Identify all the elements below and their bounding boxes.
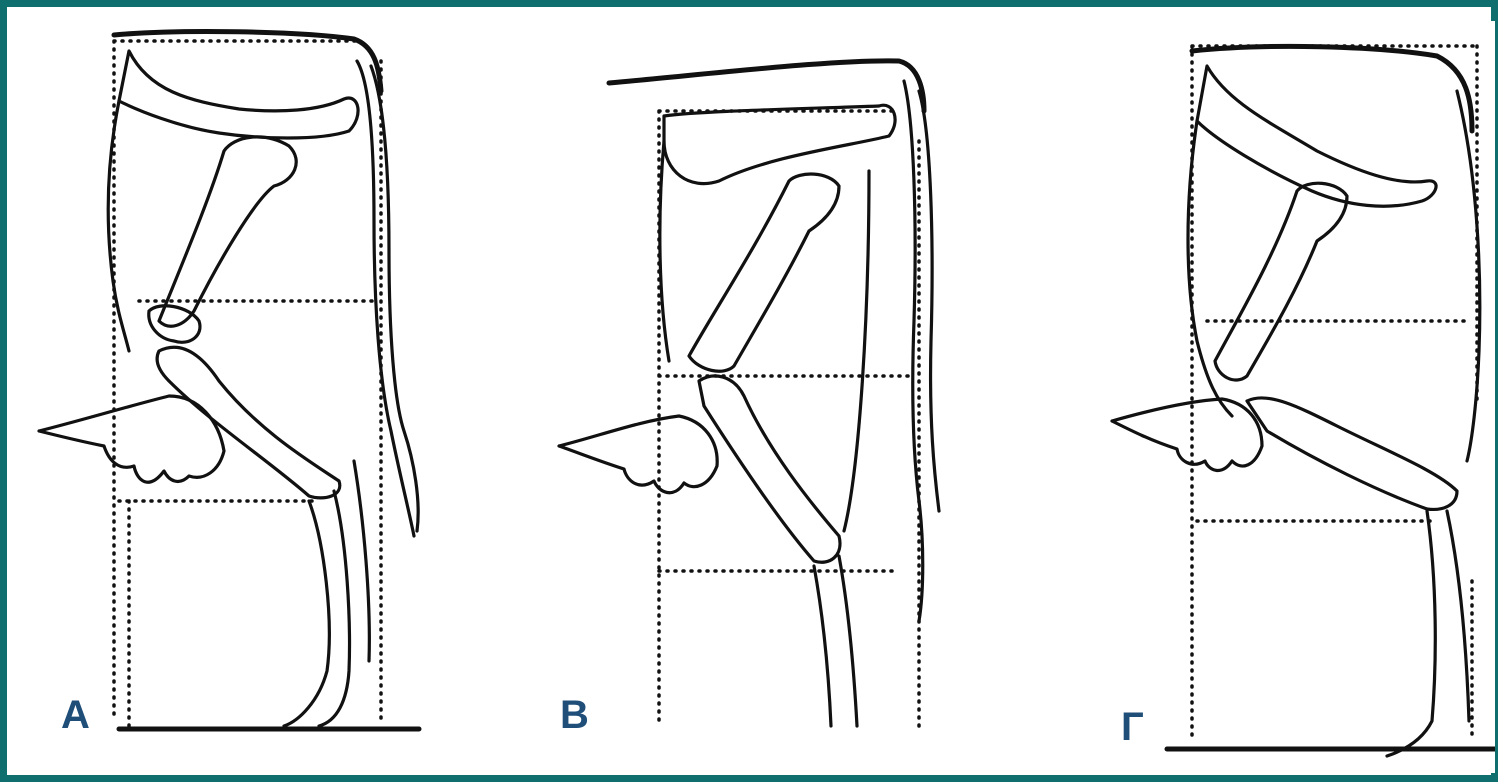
cow-hindquarter-skeleton-b [539,21,1025,773]
cow-hindquarter-skeleton-a [19,21,459,773]
panel-b-drawing [539,21,1025,773]
panel-b-label: В [560,695,589,735]
cow-hindquarter-skeleton-g [1097,21,1495,773]
panel-g-drawing [1097,21,1495,773]
panel-a-label: А [61,695,90,735]
panel-g-label: Г [1121,707,1144,747]
panel-a-drawing [19,21,459,773]
